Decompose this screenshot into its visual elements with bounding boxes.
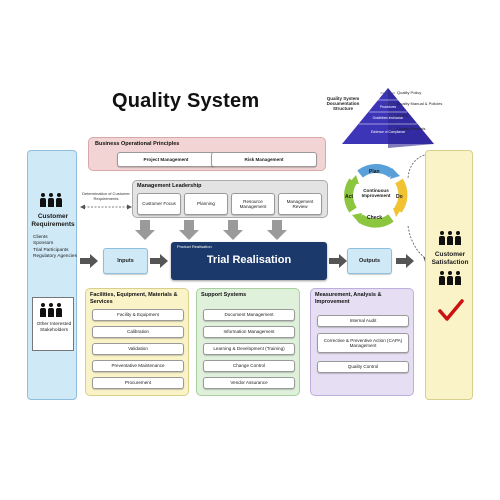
business-principles-panel: Business Operational Principles Project …: [88, 137, 326, 171]
cycle-plan-label: Plan: [369, 169, 380, 175]
information-management-button[interactable]: Information Management: [203, 326, 295, 338]
page-title: Quality System: [112, 90, 260, 112]
trial-realisation-box[interactable]: Product Realisation Trial Realisation: [171, 242, 327, 280]
pyramid-level-4: Quality Records: [397, 126, 426, 131]
arrow-to-satisfaction: [396, 254, 414, 268]
support-systems-title: Support Systems: [201, 292, 247, 298]
management-review-button[interactable]: Management Review: [278, 193, 322, 215]
pyramid-level-1: Quality Policy: [397, 90, 422, 95]
pyramid-level-2: Quality Manual & Policies: [397, 101, 443, 106]
requirement-item: Regulatory Agencies: [33, 254, 77, 260]
determination-dashed-arrow: [80, 204, 132, 210]
change-control-button[interactable]: Change Control: [203, 360, 295, 372]
customer-requirements-heading: Customer Requirements: [31, 213, 75, 228]
customer-satisfaction-panel: Customer Satisfaction: [425, 150, 473, 400]
stakeholders-box: Other Interested Stakeholders: [32, 297, 74, 351]
arrow-to-trial: [150, 254, 168, 268]
pyramid-inner-2: Guidelines Instruction: [373, 116, 404, 120]
requirement-item: Trial Participants: [33, 247, 69, 253]
continuous-improvement-cycle: [344, 164, 408, 228]
cycle-act-label: Act: [345, 194, 354, 200]
pyramid-caption: Quality System Documentation Structure: [326, 96, 360, 112]
capa-management-button[interactable]: Corrective & Preventive Action (CAPA) Ma…: [317, 333, 409, 353]
trial-realisation-label: Trial Realisation: [206, 254, 292, 266]
planning-button[interactable]: Planning: [184, 193, 228, 215]
arrow-to-inputs: [80, 254, 98, 268]
customer-requirements-panel: Customer Requirements Clients Sponsors T…: [27, 150, 77, 400]
quality-control-button[interactable]: Quality Control: [317, 361, 409, 373]
business-principles-title: Business Operational Principles: [95, 141, 180, 147]
pyramid-leader-lines: [380, 92, 395, 130]
customer-people-icon: [39, 193, 62, 207]
management-leadership-title: Management Leadership: [137, 183, 202, 189]
pyramid-level-3: SOPs: [397, 113, 408, 118]
facilities-panel: Facilities, Equipment, Materials & Servi…: [85, 288, 189, 396]
stakeholders-label: Other Interested Stakeholders: [36, 322, 72, 333]
facilities-title: Facilities, Equipment, Materials & Servi…: [90, 292, 178, 305]
requirement-item: Sponsors: [33, 241, 54, 247]
project-management-button[interactable]: Project Management: [117, 152, 215, 167]
learning-development-button[interactable]: Learning & Development (Training): [203, 343, 295, 355]
management-leadership-panel: Management Leadership Customer Focus Pla…: [132, 180, 328, 218]
product-realisation-caption: Product Realisation: [177, 244, 212, 249]
facility-equipment-button[interactable]: Facility & Equipment: [92, 309, 184, 321]
support-systems-panel: Support Systems Document Management Info…: [196, 288, 300, 396]
customer-focus-button[interactable]: Customer Focus: [137, 193, 181, 215]
customer-requirements-list: Clients Sponsors Trial Participants Regu…: [33, 235, 77, 261]
arrow-to-outputs: [329, 254, 347, 268]
cycle-center-label: Continuous Improvement: [361, 188, 391, 199]
measurement-panel: Measurement, Analysis & Improvement Inte…: [310, 288, 414, 396]
stakeholder-people-icon: [39, 303, 62, 317]
resource-management-button[interactable]: Resource Management: [231, 193, 275, 215]
checkmark-icon: [438, 299, 464, 321]
pyramid-inner-3: Evidence of Compliance: [371, 130, 406, 134]
cycle-check-label: Check: [367, 215, 383, 221]
determination-note: Determination of Customer Requirements: [82, 191, 130, 201]
pyramid-inner-1: Procedures: [380, 105, 397, 109]
document-management-button[interactable]: Document Management: [203, 309, 295, 321]
procurement-button[interactable]: Procurement: [92, 377, 184, 389]
measurement-title: Measurement, Analysis & Improvement: [315, 292, 382, 305]
risk-management-button[interactable]: Risk Management: [211, 152, 317, 167]
satisfaction-people-icon-top: [438, 231, 461, 245]
outputs-box[interactable]: Outputs: [347, 248, 392, 274]
internal-audit-button[interactable]: Internal Audit: [317, 315, 409, 327]
satisfaction-people-icon-bottom: [438, 271, 461, 285]
preventative-maintenance-button[interactable]: Preventative Maintenance: [92, 360, 184, 372]
calibration-button[interactable]: Calibration: [92, 326, 184, 338]
validation-button[interactable]: Validation: [92, 343, 184, 355]
customer-satisfaction-heading: Customer Satisfaction: [431, 251, 469, 266]
down-arrows: [135, 220, 287, 240]
requirement-item: Clients: [33, 235, 48, 240]
inputs-box[interactable]: Inputs: [103, 248, 148, 274]
cycle-do-label: Do: [396, 194, 403, 200]
vendor-assurance-button[interactable]: Vendor Assurance: [203, 377, 295, 389]
